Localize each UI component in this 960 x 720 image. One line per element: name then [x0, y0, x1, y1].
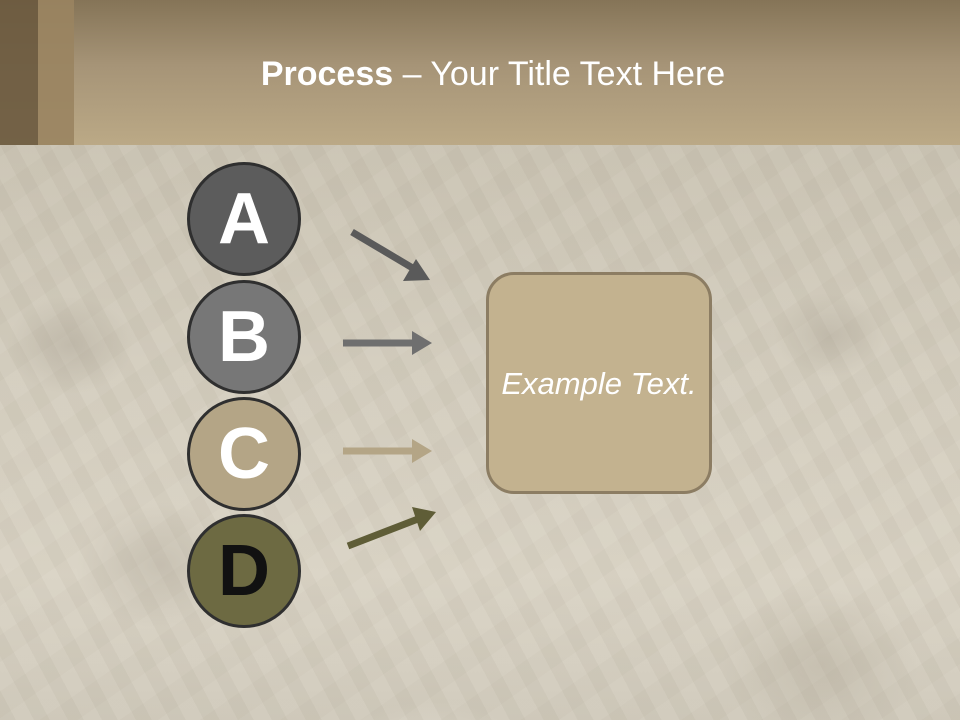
step-b-circle: B — [187, 280, 301, 394]
header-band: Process – Your Title Text Here — [0, 0, 960, 145]
header-accent-mid — [38, 0, 74, 145]
header-accent-dark — [0, 0, 38, 145]
step-d-circle: D — [187, 514, 301, 628]
arrow-b — [343, 331, 432, 355]
example-text-box: Example Text. — [486, 272, 712, 494]
slide-title: Process – Your Title Text Here — [0, 52, 960, 96]
arrow-a — [350, 228, 430, 281]
arrow-d — [346, 507, 436, 550]
arrow-c — [343, 439, 432, 463]
step-c-circle: C — [187, 397, 301, 511]
background-photo — [0, 145, 960, 720]
example-text: Example Text. — [501, 365, 697, 401]
step-a-circle: A — [187, 162, 301, 276]
title-rest: – Your Title Text Here — [393, 55, 726, 93]
title-bold: Process — [260, 55, 394, 93]
